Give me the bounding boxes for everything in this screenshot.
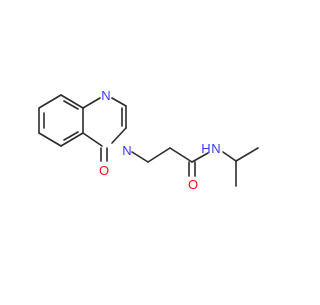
bond xyxy=(38,132,62,147)
bond xyxy=(82,97,101,109)
bond xyxy=(235,147,259,162)
atom-label-n-amide: N xyxy=(211,141,220,156)
bond xyxy=(60,132,84,147)
bond xyxy=(147,147,171,163)
bond xyxy=(111,97,127,107)
atom-label-o-amide: O xyxy=(188,177,198,192)
bond-lines xyxy=(38,94,259,187)
atom-labels: N N O O N H xyxy=(99,88,221,192)
structure-canvas: N N O O N H xyxy=(38,88,259,192)
atom-label-n3: N xyxy=(122,143,131,158)
atom-label-h-amide: H xyxy=(201,141,210,156)
atom-label-n1: N xyxy=(101,88,110,103)
molecule-structure: N N O O N H xyxy=(38,88,259,192)
bond xyxy=(222,151,237,162)
atom-label-o4: O xyxy=(99,163,109,178)
bond xyxy=(82,132,103,147)
bond xyxy=(60,94,84,109)
bond xyxy=(63,100,79,110)
bond xyxy=(38,94,62,109)
bond xyxy=(169,147,193,163)
bond xyxy=(191,152,209,163)
bond xyxy=(131,151,149,163)
bond xyxy=(111,127,127,144)
bond xyxy=(63,131,79,141)
